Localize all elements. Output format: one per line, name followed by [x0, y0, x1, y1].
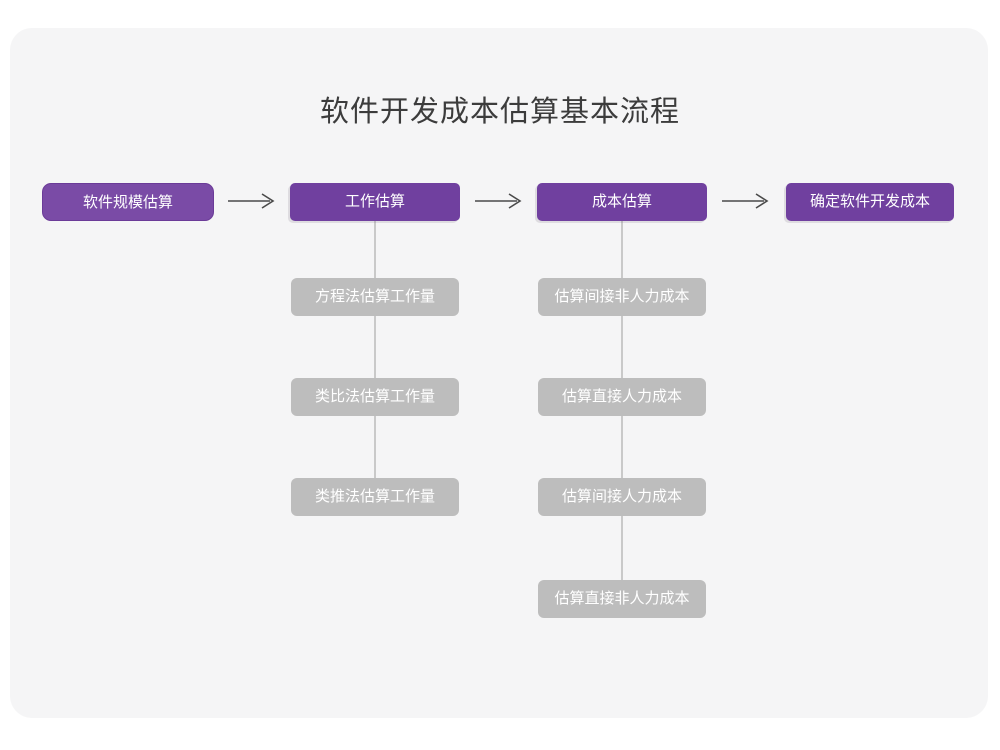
connector-line-stage-2: [374, 213, 376, 515]
stage-label: 工作估算: [344, 193, 405, 210]
stage-box-software-scale-estimation[interactable]: 软件规模估算: [42, 183, 214, 221]
arrow-stage-1-to-stage-2: [226, 191, 278, 211]
substep-label: 类比法估算工作量: [314, 388, 435, 405]
substep-box[interactable]: 估算间接人力成本: [538, 478, 706, 516]
arrow-stage-2-to-stage-3: [473, 191, 525, 211]
substep-label: 估算直接非人力成本: [554, 590, 690, 607]
diagram-card: [10, 28, 988, 718]
substep-box[interactable]: 类推法估算工作量: [291, 478, 459, 516]
substep-label: 估算直接人力成本: [561, 388, 682, 405]
stage-box-cost-estimation[interactable]: 成本估算: [537, 183, 707, 221]
stage-label: 确定软件开发成本: [809, 193, 930, 210]
substep-box[interactable]: 类比法估算工作量: [291, 378, 459, 416]
substep-box[interactable]: 估算间接非人力成本: [538, 278, 706, 316]
substep-box[interactable]: 估算直接非人力成本: [538, 580, 706, 618]
stage-label: 成本估算: [591, 193, 652, 210]
substep-label: 方程法估算工作量: [314, 288, 435, 305]
substep-box[interactable]: 估算直接人力成本: [538, 378, 706, 416]
substep-box[interactable]: 方程法估算工作量: [291, 278, 459, 316]
substep-label: 类推法估算工作量: [314, 488, 435, 505]
stage-box-determine-development-cost[interactable]: 确定软件开发成本: [786, 183, 954, 221]
stage-box-effort-estimation[interactable]: 工作估算: [290, 183, 460, 221]
arrow-stage-3-to-stage-4: [720, 191, 772, 211]
page-title: 软件开发成本估算基本流程: [319, 96, 680, 128]
substep-label: 估算间接非人力成本: [554, 288, 690, 305]
substep-label: 估算间接人力成本: [561, 488, 682, 505]
stage-label: 软件规模估算: [82, 194, 173, 211]
